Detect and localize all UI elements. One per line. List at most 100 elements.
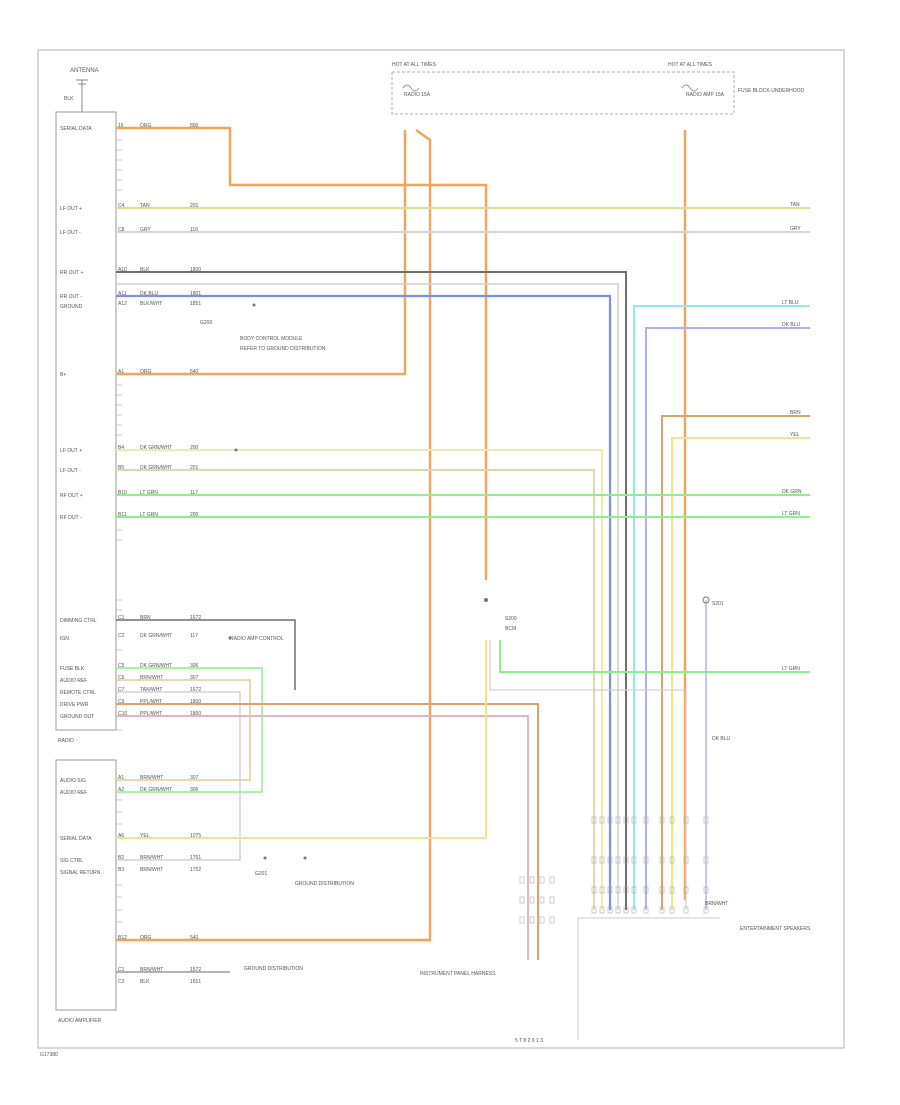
wire-lf2-minus — [116, 469, 595, 910]
wire-remote — [116, 691, 241, 861]
radio-row-wire: DK GRN/WHT — [140, 633, 172, 639]
amp-row-pin: B2 — [118, 855, 124, 861]
radio-row-code: 540 — [190, 369, 199, 375]
connector-pin — [615, 886, 621, 894]
wires-group — [116, 126, 810, 973]
radio-row-wire: GRY — [140, 227, 151, 233]
connector-pin — [591, 886, 597, 894]
radio-row-wire: DK BLU — [140, 291, 158, 297]
note-ref-cap: REFER TO GROUND DISTRIBUTION — [240, 346, 326, 352]
fuse-box-note: FUSE BLOCK-UNDERHOOD — [738, 88, 805, 94]
connector-pin — [683, 856, 689, 864]
splice-dot-e — [228, 636, 232, 640]
connector-pin — [599, 816, 605, 824]
radio-row-code: 1851 — [190, 301, 201, 307]
connector-pin — [683, 906, 689, 914]
amp-row-label: SIG CTRL — [60, 858, 83, 864]
right-label-2: GRY — [790, 226, 801, 232]
radio-row-pin: C10 — [118, 711, 127, 717]
amp-row-code: 306 — [190, 787, 199, 793]
radio-row-wire: ORG — [140, 123, 152, 129]
right-terminals: TAN GRY LT BLU DK BLU BRN YEL DK GRN LT … — [782, 202, 802, 672]
note-g200: G200 — [200, 320, 212, 326]
amp-row-pin: B3 — [118, 867, 124, 873]
connector-pin — [703, 906, 709, 914]
wire-ign-green — [116, 667, 263, 793]
connector-pin — [643, 856, 649, 864]
amp-row-wire: BRN/WHT — [140, 855, 163, 861]
radio-row-wire: DK GRN/WHT — [140, 465, 172, 471]
radio-row-label: RR OUT + — [60, 270, 83, 276]
radio-row-wire: BRN/WHT — [140, 675, 163, 681]
connector-pin — [683, 816, 689, 824]
connector-pin — [591, 856, 597, 864]
note-bottom-left: INSTRUMENT PANEL HARNESS — [420, 971, 496, 977]
radio-row-label: LF OUT - — [60, 468, 81, 474]
connector-pin — [607, 816, 613, 824]
amp-row-code: 1752 — [190, 867, 201, 873]
radio-row-code: 117 — [190, 490, 198, 496]
radio-row-code: 1800 — [190, 267, 201, 273]
radio-row-wire: PPL/WHT — [140, 699, 162, 705]
radio-row-pin: C8 — [118, 227, 125, 233]
wire-amp-orange — [116, 129, 432, 942]
connector-pin — [599, 886, 605, 894]
right-label-7: DK GRN — [782, 489, 802, 495]
radio-row-wire: DK GRN/WHT — [140, 445, 172, 451]
footer-note: 5 T 8 2 9 1 3 — [515, 1038, 543, 1044]
amp-row-wire: BLK — [140, 979, 150, 985]
right-label-5: BRN — [790, 410, 801, 416]
amp-row-pin: A6 — [118, 833, 124, 839]
right-label-9: LT GRN — [782, 666, 800, 672]
connector-pin — [615, 906, 621, 914]
radio-row-wire: PPL/WHT — [140, 711, 162, 717]
radio-row-wire: BLK/WHT — [140, 301, 162, 307]
connector-pin — [623, 816, 629, 824]
fuse-b-label: RADIO AMP 15A — [686, 92, 725, 98]
radio-row-code: 200 — [190, 512, 199, 518]
fuse-a-label: RADIO 15A — [404, 92, 431, 98]
radio-row-label: GROUND — [60, 304, 83, 310]
radio-row-pin: B11 — [118, 512, 127, 518]
wire-gray-splice — [489, 640, 687, 910]
connector-pin — [643, 886, 649, 894]
connector-pin — [549, 916, 555, 924]
amp-row-pin: A1 — [118, 775, 124, 781]
splice-dot-g — [303, 856, 307, 860]
radio-row-label: SERIAL DATA — [60, 126, 92, 132]
connector-pin — [631, 886, 637, 894]
radio-row-label: RF OUT + — [60, 493, 83, 499]
connector-pin — [631, 856, 637, 864]
radio-row-label: DIMMING CTRL — [60, 618, 97, 624]
note-ground-bottom: GROUND DISTRIBUTION — [244, 966, 303, 972]
connector-pin — [683, 886, 689, 894]
connector-pin — [529, 916, 535, 924]
wire-green-lower — [499, 640, 810, 673]
note-bcm: BCM — [505, 626, 516, 632]
antenna-label: ANTENNA — [70, 68, 99, 74]
radio-row-label: LF OUT + — [60, 206, 82, 212]
radio-row-pin: B4 — [118, 445, 124, 451]
note-g201: G201 — [255, 871, 267, 877]
antenna-symbol: ANTENNA BLK — [64, 68, 99, 112]
wire-rr-plus-black — [116, 271, 627, 910]
amp-row-code: 1751 — [190, 855, 201, 861]
amp-row-code: 1075 — [190, 833, 201, 839]
radio-row-pin: 16 — [118, 123, 124, 129]
radio-row-pin: C4 — [118, 203, 125, 209]
wire-rr-minus-blue — [116, 294, 612, 910]
amp-row-wire: BRN/WHT — [140, 775, 163, 781]
amp-row-wire: YEL — [140, 833, 150, 839]
fuse-label-b: HOT AT ALL TIMES — [668, 62, 713, 68]
amp-row-pin: C1 — [118, 967, 125, 973]
wire-lf2-plus — [116, 449, 603, 910]
radio-row-wire: ORG — [140, 369, 152, 375]
radio-row-wire: LT GRN — [140, 490, 158, 496]
connector-pin — [591, 816, 597, 824]
connector-pin — [599, 856, 605, 864]
connector-pin — [607, 856, 613, 864]
radio-row-pin: C1 — [118, 615, 125, 621]
right-label-8: LT GRN — [782, 511, 800, 517]
amp-row-wire: DK GRN/WHT — [140, 787, 172, 793]
